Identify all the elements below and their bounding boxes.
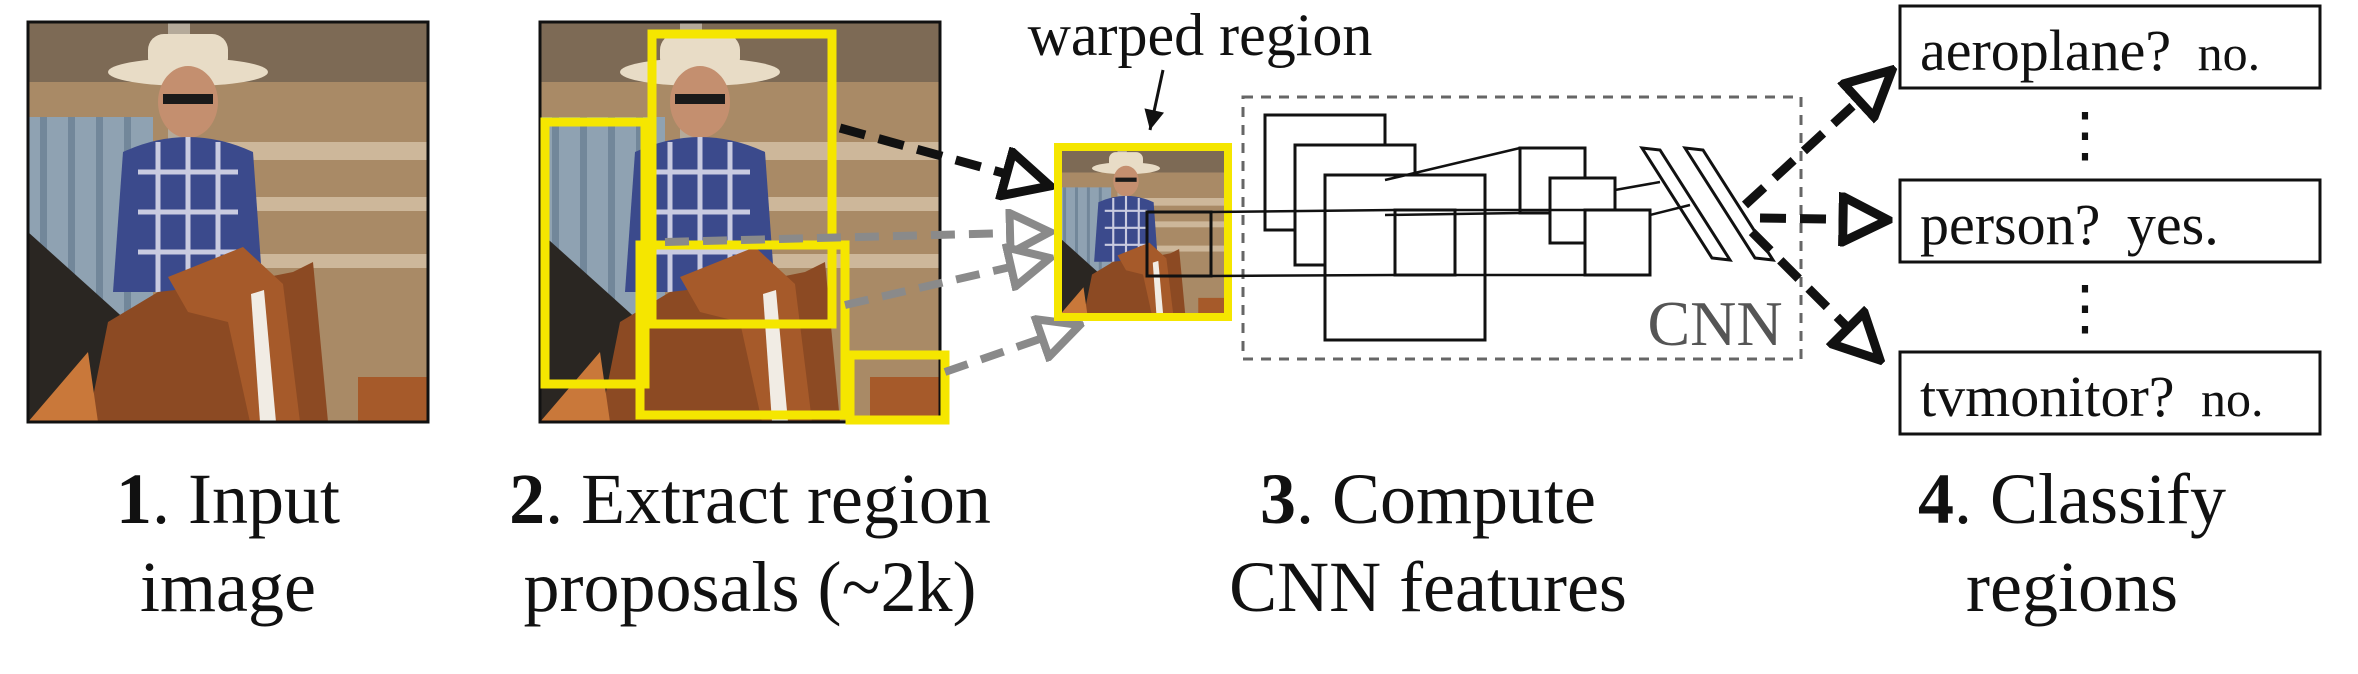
step-subtitle: regions	[1966, 547, 2178, 627]
warped-region-pointer	[1144, 69, 1165, 131]
step-title: . Compute	[1296, 459, 1596, 539]
step-title: . Classify	[1953, 459, 2226, 539]
fc-layer-1	[1639, 146, 1733, 262]
arrow-gray-1	[664, 232, 1050, 242]
class-answer: no.	[2201, 371, 2264, 427]
arrow-to-person	[1759, 218, 1888, 220]
proposal-box-lower-right	[845, 350, 950, 425]
conv-layer-3	[1323, 173, 1487, 342]
cnn-frame	[1241, 95, 1803, 361]
step-4-caption: 4. Classify regions	[1792, 455, 2352, 631]
conv-kernel	[1393, 208, 1457, 277]
conv-layer-6	[1583, 208, 1652, 277]
ellipsis-upper: ⋮	[2055, 102, 2115, 168]
arrow-to-tvmonitor	[1748, 228, 1880, 360]
proposals-image	[538, 20, 942, 424]
step-title: . Input	[152, 459, 340, 539]
cnn-label: CNN	[1647, 288, 1782, 359]
step-number: 2	[509, 459, 546, 539]
step-subtitle: CNN features	[1229, 547, 1627, 627]
svg-text:tvmonitor? no.: tvmonitor? no.	[1920, 364, 2264, 429]
ellipsis-lower: ⋮	[2055, 275, 2115, 341]
arrow-dark	[838, 123, 1050, 186]
fc-layer-2	[1682, 146, 1776, 262]
cnn-block: CNN	[1210, 95, 1803, 361]
step-subtitle: proposals (~2k)	[523, 547, 977, 627]
arrow-gray-3	[943, 325, 1080, 376]
proposal-box-rider	[647, 29, 837, 329]
class-box-person: person? yes.	[1898, 178, 2322, 264]
proposal-arrows	[664, 123, 1080, 376]
class-name: aeroplane?	[1920, 18, 2171, 83]
class-results: aeroplane? no. ⋮ person? yes. ⋮ tvmonito…	[1898, 4, 2322, 436]
svg-text:person? yes.: person? yes.	[1920, 192, 2219, 257]
input-image	[26, 20, 430, 424]
warped-region-label: warped region	[1028, 2, 1373, 68]
class-box-tvmonitor: tvmonitor? no.	[1898, 350, 2322, 436]
output-arrows	[1741, 70, 1892, 360]
step-3-caption: 3. Compute CNN features	[1148, 455, 1708, 631]
step-title: . Extract region	[545, 459, 991, 539]
class-box-aeroplane: aeroplane? no.	[1898, 4, 2322, 90]
region-proposal-boxes	[540, 29, 950, 425]
step-1-caption: 1. Input image	[0, 455, 508, 631]
class-name: person?	[1920, 192, 2100, 257]
step-number: 3	[1260, 459, 1296, 539]
proposal-box-horse	[635, 240, 850, 420]
arrow-to-aeroplane	[1741, 70, 1892, 209]
step-number: 4	[1917, 459, 1954, 539]
arrow-gray-2	[844, 258, 1050, 309]
step-2-caption: 2. Extract region proposals (~2k)	[470, 455, 1030, 631]
warped-region-image	[1054, 143, 1232, 321]
class-answer: yes.	[2127, 192, 2219, 257]
step-subtitle: image	[140, 547, 316, 627]
class-name: tvmonitor?	[1920, 364, 2175, 429]
step-number: 1	[116, 459, 152, 539]
proposal-box-left	[540, 117, 650, 389]
class-answer: no.	[2198, 25, 2261, 81]
svg-text:aeroplane? no.: aeroplane? no.	[1920, 18, 2260, 83]
